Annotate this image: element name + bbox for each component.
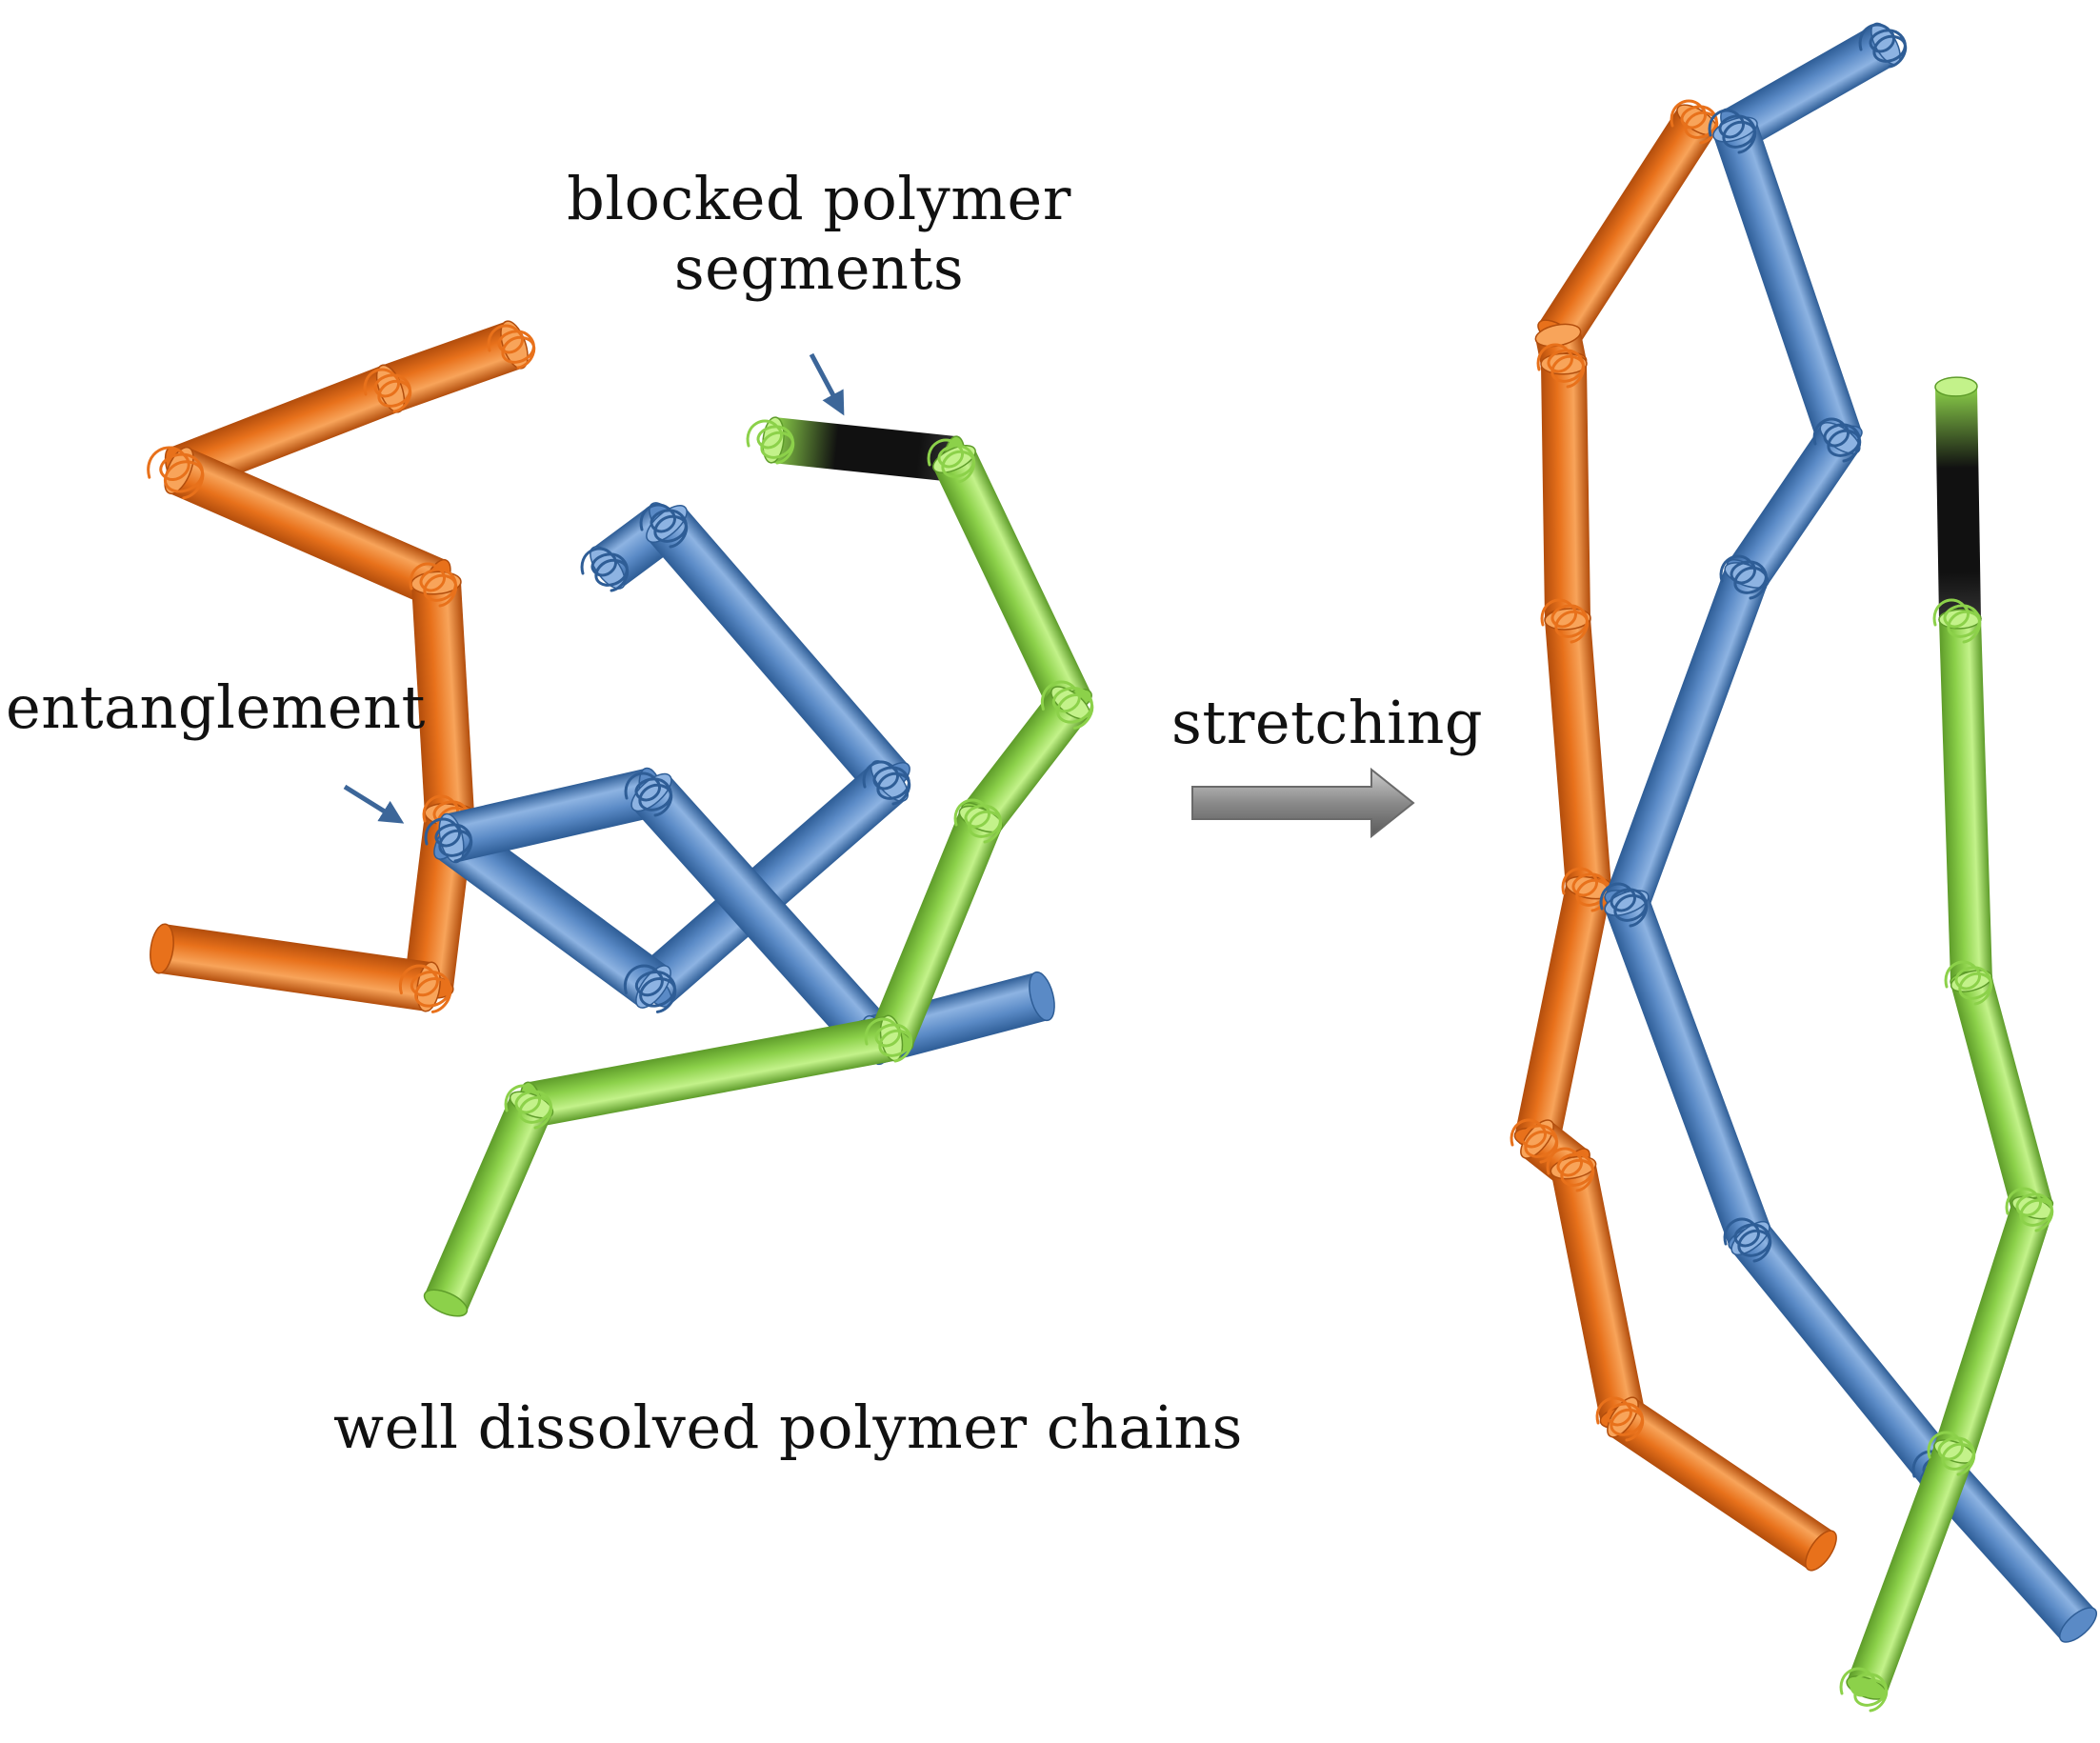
orange-stretched-knot [1546,1147,1595,1192]
orange-stretched-knot [1540,598,1590,644]
green-dissolved-segment [423,1091,554,1317]
orange-stretched-segment [1550,1155,1647,1430]
green-chain-dissolved [423,416,1094,1317]
blocked-segments-label: blocked polymer segments [533,164,1105,303]
green-dissolved-knot [746,419,795,465]
orange-chain-dissolved [147,320,536,1013]
green-stretched-segment [1933,1195,2053,1464]
blue-dissolved-knot [639,503,689,549]
blue-stretched-segment [1712,116,1863,451]
orange-dissolved-segment [150,923,441,1012]
orange-stretched-knot [1536,343,1586,389]
green-stretched-knot [1944,960,1993,1006]
blue-dissolved-knot [624,771,673,817]
green-stretched-knot [1927,1431,1976,1476]
orange-stretched-segment [1513,875,1612,1152]
blue-chain-dissolved [424,502,1055,1066]
orange-stretched-segment [1544,608,1612,899]
orange-stretched-knot [1510,1118,1559,1164]
entanglement-pointer-arrow [343,784,405,824]
blue-stretched-knot [1708,109,1757,154]
blue-dissolved-knot [623,964,677,1013]
stretching-arrow [1191,767,1415,839]
blocked-segment-pointer-arrow [809,352,845,416]
green-chain-stretched [1839,376,2054,1713]
orange-stretched-segment [1540,352,1591,631]
blue-stretched-segment [1604,890,1773,1252]
orange-stretched-knot [1595,1396,1645,1442]
green-dissolved-knot [864,1017,913,1063]
orange-dissolved-knot [487,324,536,370]
blue-stretched-knot [1812,417,1862,463]
blue-stretched-knot [1723,1217,1772,1263]
green-stretched-knot [2005,1187,2054,1232]
orange-dissolved-knot [147,446,205,500]
green-stretched-knot [1932,598,1982,644]
orange-dissolved-knot [398,964,452,1013]
green-stretched-segment [1950,970,2054,1219]
green-dissolved-segment [519,1014,904,1129]
green-stretched-knot [1839,1667,1889,1713]
blue-stretched-knot [1719,554,1769,600]
orange-stretched-segment [1607,1396,1837,1572]
blue-dissolved-knot [424,817,473,863]
orange-chain-stretched [1510,99,1837,1572]
blue-dissolved-segment [646,505,910,800]
green-dissolved-segment [932,445,1092,717]
blue-dissolved-knot [580,547,630,592]
dissolved-chains-label: well dissolved polymer chains [333,1392,1243,1462]
green-dissolved-knot [504,1084,553,1130]
green-stretched-segment [1938,609,1993,992]
green-dissolved-knot [927,438,976,484]
blocked-segments-label-line2: segments [673,233,965,304]
orange-dissolved-knot [363,368,412,413]
green-stretched-segment [1846,1439,1975,1700]
orange-stretched-knot [1561,867,1610,912]
orange-dissolved-knot [409,562,458,608]
green-stretched-segment [1934,376,1982,630]
entanglement-label: entanglement [6,672,426,742]
stretching-label: stretching [1171,688,1484,757]
blue-chain-stretched [1599,22,2097,1643]
blue-stretched-segment [1604,562,1770,916]
green-dissolved-knot [953,798,1003,844]
blue-stretched-knot [1599,882,1649,928]
blue-dissolved-knot [862,760,911,806]
polymer-chains [147,22,2097,1713]
blue-stretched-knot [1858,23,1908,69]
green-dissolved-knot [1040,680,1094,730]
blocked-segments-label-line1: blocked polymer [567,164,1071,233]
